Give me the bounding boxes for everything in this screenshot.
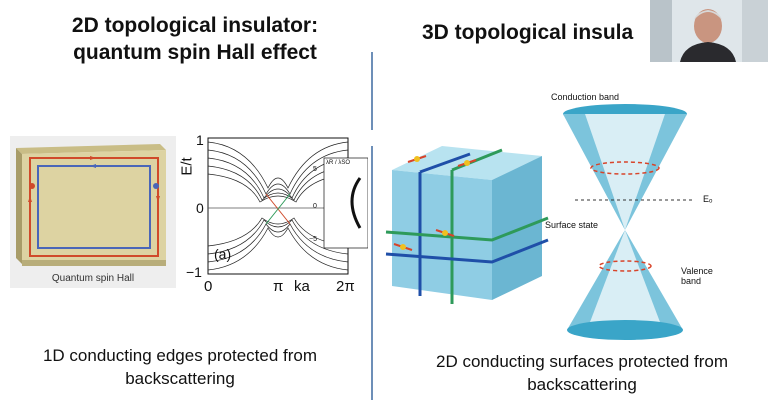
dirac-cone-figure — [563, 104, 695, 340]
slide-divider-bottom — [371, 146, 373, 400]
plot-y-axis-label: E/t — [178, 157, 196, 176]
conduction-band-label: Conduction band — [551, 92, 620, 102]
plot-y-tick: −1 — [186, 264, 202, 280]
inset-axis-label: λR / λSO — [326, 160, 351, 166]
cube-surface-states-figure — [385, 146, 549, 304]
plot-x-tick: 0 — [204, 278, 213, 295]
inset-tick: 5 — [313, 166, 317, 173]
caption-right-line2: backscattering — [527, 375, 637, 394]
dirac-cone-diagram: Conduction band Eₒ Surface state Valence… — [545, 80, 760, 350]
webcam-thumbnail[interactable] — [650, 0, 768, 62]
plot-x-tick: π — [273, 278, 284, 295]
valence-band-label-line1: Valence — [681, 266, 713, 276]
valence-band-label-line2: band — [681, 276, 702, 286]
valence-band-label: Valence band — [681, 266, 713, 286]
plot-x-tick: 2π — [336, 278, 355, 295]
surface-state-label: Surface state — [545, 220, 599, 230]
fermi-level-label: Eₒ — [703, 194, 713, 204]
band-structure-figure — [207, 137, 369, 275]
caption-right-line1: 2D conducting surfaces protected from — [436, 352, 728, 371]
cube-illustration — [384, 136, 554, 311]
plot-panel-label: (a) — [214, 246, 232, 262]
slide-title-left-line1: 2D topological insulator: — [71, 14, 319, 37]
slide-title-left-line2: quantum spin Hall effect — [73, 41, 317, 64]
caption-left-line1: 1D conducting edges protected from — [42, 346, 318, 365]
plot-y-tick: 1 — [196, 132, 204, 148]
slide-divider-top — [371, 52, 373, 130]
caption-right: 2D conducting surfaces protected from ba… — [402, 350, 762, 396]
band-structure-plot: E/t 1 0 −1 0 π ka 2π (a) 5 0 −5 λR / λSO — [178, 128, 369, 298]
plot-y-tick: 0 — [196, 200, 204, 216]
slide-title-left: 2D topological insulator: quantum spin H… — [30, 12, 360, 66]
inset-tick: 0 — [313, 203, 317, 210]
qsh-image-caption: Quantum spin Hall — [51, 273, 135, 284]
inset-tick: −5 — [309, 236, 317, 243]
caption-left-line2: backscattering — [125, 369, 235, 388]
caption-left: 1D conducting edges protected from backs… — [20, 344, 340, 390]
slide-title-right: 3D topological insula — [422, 21, 634, 44]
presenter-video-icon — [650, 0, 768, 62]
plot-x-label: ka — [294, 278, 310, 295]
qsh-slab-illustration — [16, 144, 166, 266]
quantum-spin-hall-image: Quantum spin Hall — [10, 136, 176, 288]
